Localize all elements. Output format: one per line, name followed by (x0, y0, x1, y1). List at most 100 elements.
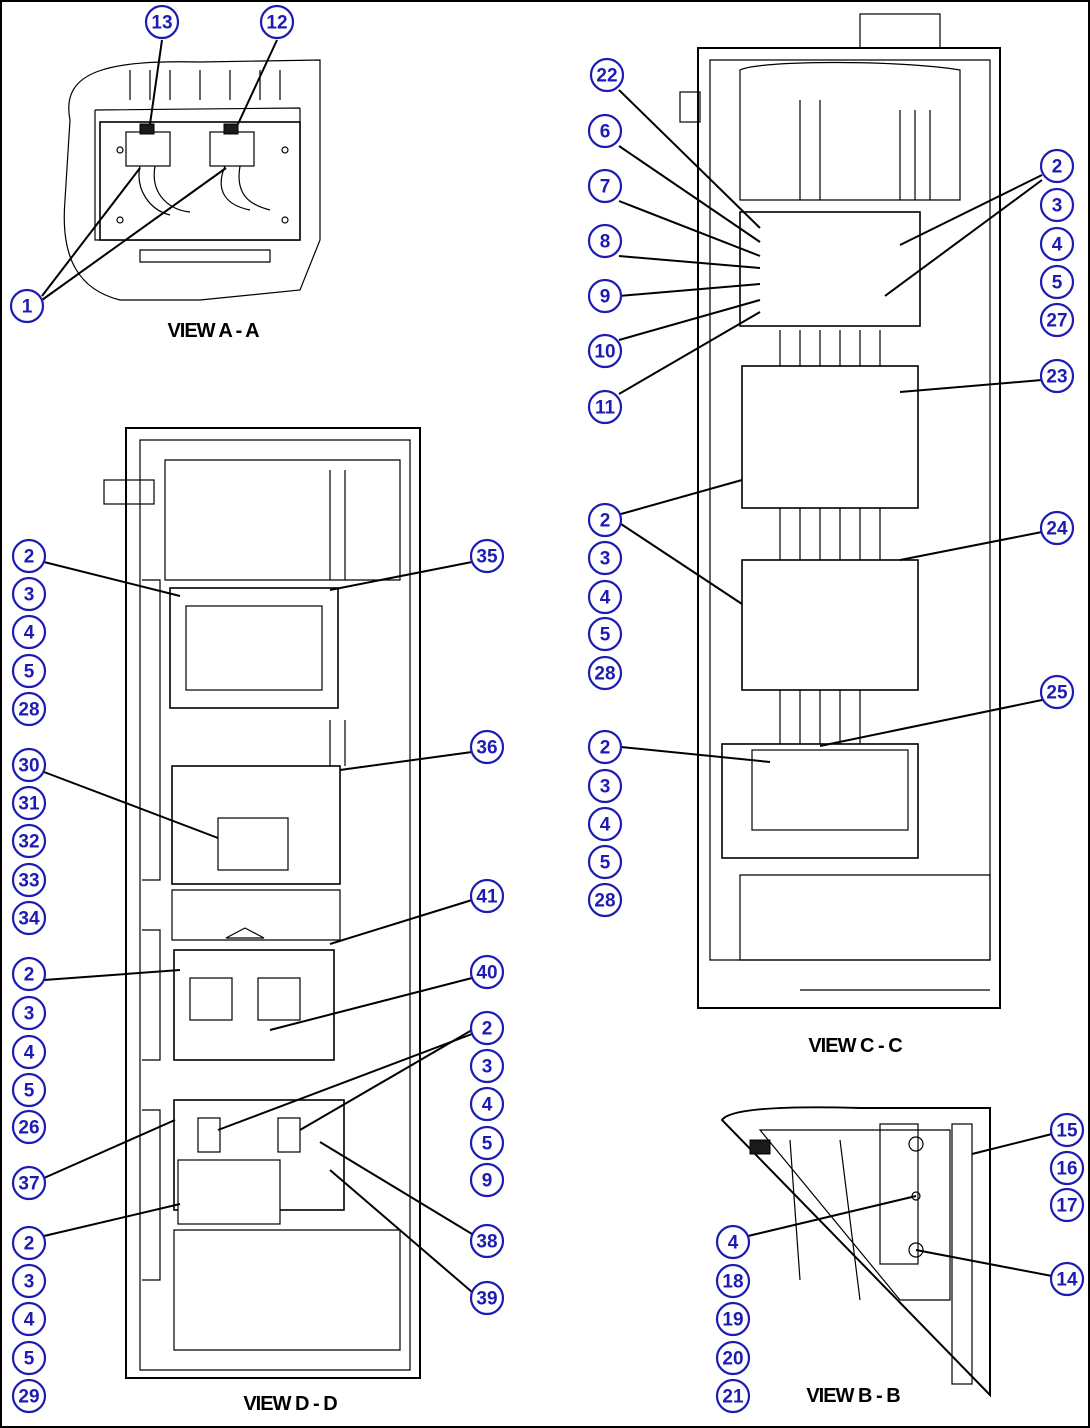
callout-3: 3 (11, 995, 47, 1031)
callout-number: 7 (600, 177, 611, 198)
callout-circle (1039, 358, 1075, 394)
callout-3: 3 (469, 1048, 505, 1084)
callout-4: 4 (1039, 226, 1075, 262)
leader-line (618, 89, 761, 229)
leader-line (884, 179, 1043, 297)
leader-line (329, 561, 473, 591)
callout-4: 4 (587, 806, 623, 842)
leader-line (618, 200, 761, 257)
callout-circle (11, 995, 47, 1031)
leader-line (747, 1195, 917, 1237)
leader-line (618, 299, 761, 341)
callout-2: 2 (587, 502, 623, 538)
leader-line (299, 1029, 473, 1131)
callout-4: 4 (587, 579, 623, 615)
callout-14: 14 (1049, 1261, 1085, 1297)
callout-number: 4 (24, 1310, 35, 1331)
callout-number: 39 (476, 1289, 497, 1310)
callout-4: 4 (715, 1224, 751, 1260)
leader-line (899, 379, 1043, 393)
callout-circle (11, 900, 47, 936)
leader-line (269, 977, 473, 1031)
callout-circle (11, 1109, 47, 1145)
callout-40: 40 (469, 954, 505, 990)
callout-circle (11, 956, 47, 992)
callout-circle (1039, 302, 1075, 338)
callout-6: 6 (587, 113, 623, 149)
callout-number: 3 (24, 585, 35, 606)
callout-number: 32 (18, 832, 39, 853)
callout-number: 2 (482, 1019, 493, 1040)
callout-31: 31 (11, 785, 47, 821)
callout-19: 19 (715, 1301, 751, 1337)
callout-number: 3 (24, 1272, 35, 1293)
callout-29: 29 (11, 1378, 47, 1414)
callout-8: 8 (587, 223, 623, 259)
callout-28: 28 (11, 691, 47, 727)
callout-circle (715, 1224, 751, 1260)
callout-circle (11, 1034, 47, 1070)
view-label-d-d: VIEW D - D (243, 1393, 337, 1415)
leader-line (43, 969, 181, 981)
callout-circle (11, 653, 47, 689)
callout-21: 21 (715, 1378, 751, 1414)
callout-number: 27 (1046, 311, 1067, 332)
callout-number: 33 (18, 871, 39, 892)
callout-circle (587, 502, 623, 538)
callout-circle (469, 878, 505, 914)
callout-circle (587, 655, 623, 691)
callout-39: 39 (469, 1280, 505, 1316)
leader-lines (41, 39, 1053, 1293)
callout-circle (11, 1340, 47, 1376)
callout-3: 3 (11, 1263, 47, 1299)
callout-circle (144, 4, 180, 40)
callout-3: 3 (587, 768, 623, 804)
callout-circle (587, 806, 623, 842)
callout-circle (11, 1263, 47, 1299)
callout-5: 5 (1039, 264, 1075, 300)
callout-number: 4 (24, 1043, 35, 1064)
callout-circle (587, 278, 623, 314)
callout-number: 3 (24, 1004, 35, 1025)
callout-number: 2 (24, 965, 35, 986)
callout-circle (1039, 674, 1075, 710)
view-b-drawing (720, 1106, 991, 1398)
leader-line (43, 561, 181, 597)
callout-circle (469, 1223, 505, 1259)
view-d-drawing (103, 427, 421, 1379)
callout-number: 2 (24, 547, 35, 568)
callout-number: 5 (600, 625, 611, 646)
callout-2: 2 (11, 538, 47, 574)
leader-line (43, 771, 219, 839)
callout-circle (587, 616, 623, 652)
leader-line (620, 523, 743, 605)
callout-circle (587, 882, 623, 918)
callout-number: 18 (722, 1272, 743, 1293)
callout-circle (715, 1263, 751, 1299)
callout-number: 23 (1046, 367, 1067, 388)
callout-number: 22 (596, 66, 617, 87)
callout-number: 2 (24, 1234, 35, 1255)
callout-15: 15 (1049, 1112, 1085, 1148)
callout-circle (1049, 1150, 1085, 1186)
callout-41: 41 (469, 878, 505, 914)
leader-line (618, 311, 761, 395)
callout-26: 26 (11, 1109, 47, 1145)
callout-2: 2 (587, 729, 623, 765)
callout-2: 2 (11, 956, 47, 992)
callout-number: 29 (18, 1387, 39, 1408)
leader-line (971, 1133, 1053, 1155)
callout-circle (715, 1301, 751, 1337)
callout-circle (11, 862, 47, 898)
callout-circle (11, 1072, 47, 1108)
callout-7: 7 (587, 168, 623, 204)
callout-2: 2 (1039, 148, 1075, 184)
callout-30: 30 (11, 747, 47, 783)
callout-number: 34 (18, 909, 40, 930)
callout-38: 38 (469, 1223, 505, 1259)
callout-circle (1039, 226, 1075, 262)
callout-number: 20 (722, 1349, 743, 1370)
leader-line (41, 167, 227, 301)
